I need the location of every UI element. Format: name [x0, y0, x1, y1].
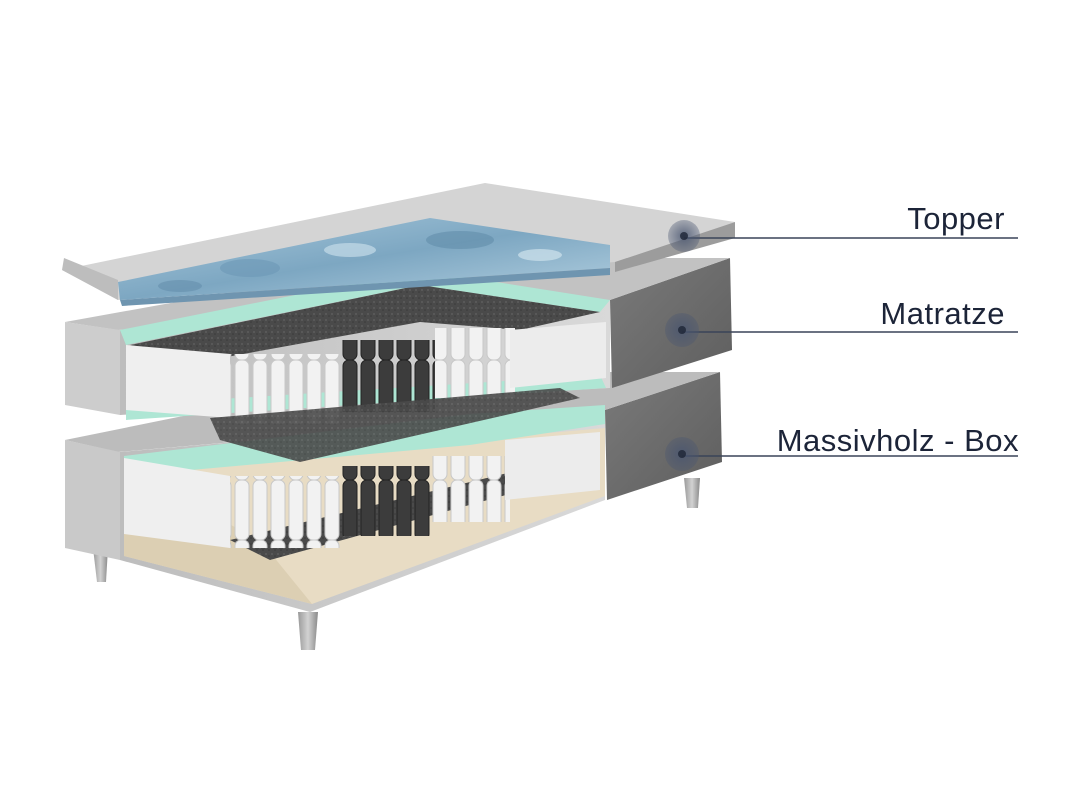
callout-box: [665, 437, 1018, 471]
label-massivholz-box: Massivholz - Box: [776, 423, 1019, 458]
topper-layer: [62, 183, 735, 306]
callout-matratze: [665, 313, 1018, 347]
label-matratze: Matratze: [880, 296, 1005, 331]
massivholz-box-layer: [65, 372, 722, 612]
label-topper: Topper: [907, 201, 1005, 236]
callout-topper: [668, 220, 1018, 252]
